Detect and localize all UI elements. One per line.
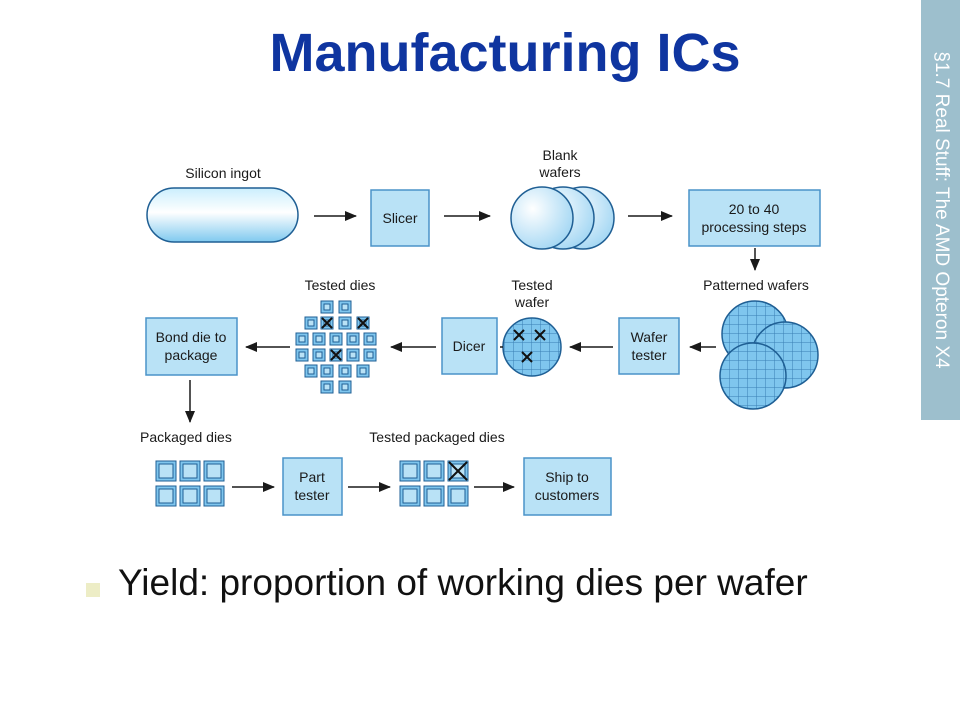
die: [423, 485, 445, 507]
die: [203, 485, 225, 507]
packaged-dies: [155, 460, 225, 507]
blank-wafers-label-line1: Blank: [542, 147, 578, 163]
bond-die-label-line1: Bond die to: [156, 329, 227, 345]
die: [363, 332, 377, 346]
die: [304, 316, 318, 330]
wafer-tester-box: [618, 317, 680, 375]
ship-label-line2: customers: [535, 487, 600, 503]
dicer-label: Dicer: [453, 338, 486, 354]
blank-wafers-label-line2: wafers: [538, 164, 580, 180]
die: [312, 348, 326, 362]
part-tester-label-line2: tester: [294, 487, 329, 503]
die: [203, 460, 225, 482]
tested-wafer-label-line2: wafer: [514, 294, 550, 310]
die: [338, 316, 352, 330]
tested-dies-cluster: [295, 300, 377, 394]
die: [346, 348, 360, 362]
reject-mark-icon: [513, 329, 546, 363]
silicon-ingot-label: Silicon ingot: [185, 165, 261, 181]
die: [312, 332, 326, 346]
processing-steps-label-line1: 20 to 40: [729, 201, 780, 217]
die: [356, 364, 370, 378]
die: [155, 460, 177, 482]
bond-die-box: [145, 317, 238, 376]
rejected-die: [320, 316, 334, 330]
die: [295, 332, 309, 346]
packaged-dies-label: Packaged dies: [140, 429, 232, 445]
die: [320, 364, 334, 378]
wafer-tester-label-line1: Wafer: [631, 329, 668, 345]
bullet-text: Yield: proportion of working dies per wa…: [118, 562, 808, 603]
section-side-tab: §1.7 Real Stuff: The AMD Opteron X4: [921, 0, 960, 420]
die: [399, 460, 421, 482]
die: [179, 485, 201, 507]
processing-steps-label-line2: processing steps: [701, 219, 806, 235]
rejected-die: [329, 348, 343, 362]
bullet-square-icon: [86, 583, 100, 597]
die: [155, 485, 177, 507]
rejected-die: [447, 460, 469, 482]
silicon-ingot: [146, 187, 299, 243]
rejected-die: [356, 316, 370, 330]
tested-packaged-dies-label: Tested packaged dies: [369, 429, 504, 445]
die: [399, 485, 421, 507]
die: [346, 332, 360, 346]
ship-box: [523, 457, 612, 516]
die: [320, 380, 334, 394]
tested-dies-label: Tested dies: [305, 277, 376, 293]
slide-title: Manufacturing ICs: [269, 23, 741, 83]
blank-wafers: [510, 186, 615, 250]
dicer-box: [441, 317, 498, 375]
die: [295, 348, 309, 362]
die: [179, 460, 201, 482]
die: [329, 332, 343, 346]
die: [304, 364, 318, 378]
tested-wafer: [502, 317, 562, 377]
patterned-wafers: [719, 300, 819, 410]
die: [320, 300, 334, 314]
bond-die-label-line2: package: [165, 347, 218, 363]
die: [363, 348, 377, 362]
die: [338, 364, 352, 378]
patterned-wafers-label: Patterned wafers: [703, 277, 809, 293]
slicer-label: Slicer: [382, 210, 417, 226]
die: [338, 380, 352, 394]
part-tester-box: [282, 457, 343, 516]
die: [447, 485, 469, 507]
die: [338, 300, 352, 314]
tested-packaged-dies: [399, 460, 469, 507]
part-tester-label-line1: Part: [299, 469, 325, 485]
processing-steps-box: [688, 189, 821, 247]
wafer-tester-label-line2: tester: [631, 347, 666, 363]
die: [423, 460, 445, 482]
tested-wafer-label-line1: Tested: [511, 277, 552, 293]
slicer-box: [370, 189, 430, 247]
ship-label-line1: Ship to: [545, 469, 589, 485]
